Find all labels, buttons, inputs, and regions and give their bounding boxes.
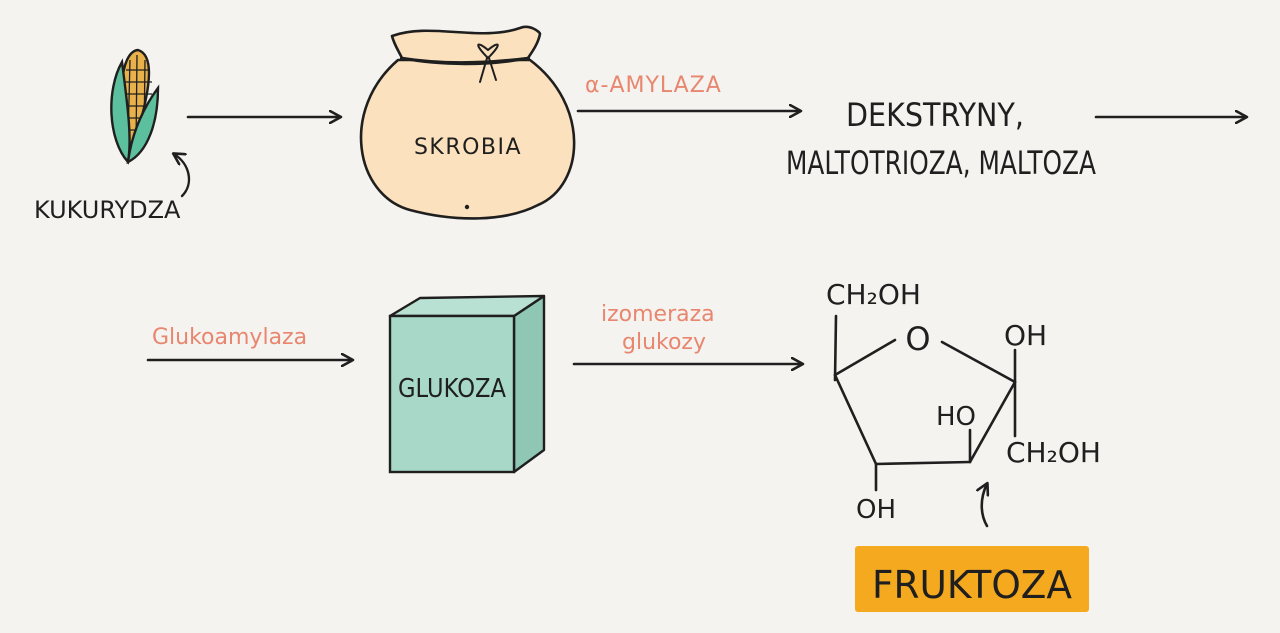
products-line-2: MALTOTRIOZA, MALTOZA bbox=[786, 144, 1096, 182]
corn-label: KUKURYDZA bbox=[34, 196, 181, 224]
isomerase-label-line-2: glukozy bbox=[622, 330, 706, 355]
fructose-label: FRUKTOZA bbox=[872, 563, 1072, 607]
fructose-structure bbox=[833, 314, 1017, 528]
glucose-box bbox=[388, 294, 546, 474]
right-oh-label: OH bbox=[1004, 319, 1047, 352]
starch-sack bbox=[359, 25, 576, 220]
fructose-highlight bbox=[855, 546, 1089, 612]
products-line-1: DEKSTRYNY, bbox=[846, 96, 1024, 134]
top-ch2oh-label: CH₂OH bbox=[826, 278, 921, 311]
starch-label: SKROBIA bbox=[414, 135, 522, 160]
corn-icon bbox=[110, 48, 160, 165]
isomerase-label-line-1: izomeraza bbox=[601, 302, 715, 327]
glucose-label: GLUKOZA bbox=[398, 374, 506, 404]
right-ch2oh-label: CH₂OH bbox=[1006, 436, 1101, 469]
inner-ho-label: HO bbox=[936, 402, 976, 432]
corn-pointer-arrow bbox=[174, 154, 191, 198]
ring-oxygen-label: O bbox=[905, 320, 930, 358]
glucoamylase-label: Glukoamylaza bbox=[152, 325, 307, 350]
bottom-oh-label: OH bbox=[856, 495, 896, 525]
alpha-amylase-label: α-AMYLAZA bbox=[585, 73, 722, 98]
